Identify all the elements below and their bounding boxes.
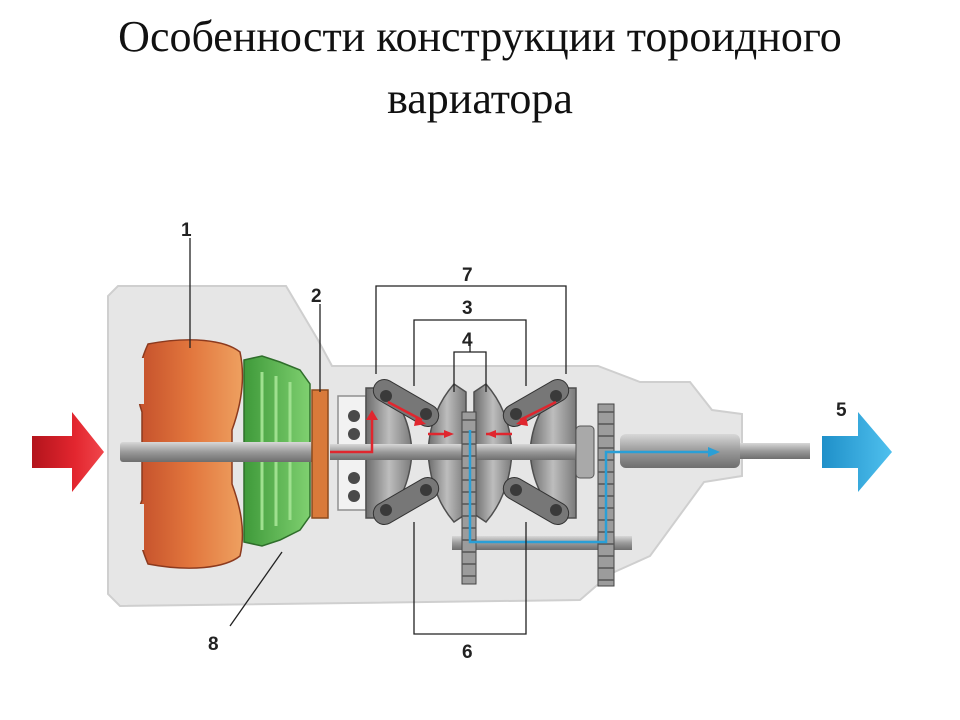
callout-2: 2 [311, 286, 322, 307]
shaft-end-cap [575, 425, 595, 479]
input-shaft [120, 442, 320, 462]
red-arrowhead-5 [516, 416, 528, 426]
bearing-ball-2 [348, 428, 360, 440]
roller-lower-right [502, 477, 570, 525]
callout-6: 6 [462, 642, 473, 663]
roller-lower-left [372, 477, 440, 525]
callout-leaders [189, 238, 567, 635]
title-line-2: вариатора [387, 74, 573, 123]
lockup-plate [311, 389, 329, 519]
output-arrow-icon [822, 412, 892, 492]
callout-8: 8 [208, 634, 219, 655]
red-arrowhead-2 [414, 416, 426, 426]
bearing-ball-1 [348, 410, 360, 422]
slide-title: Особенности конструкции тороидного вариа… [0, 6, 960, 130]
callout-3: 3 [462, 298, 473, 319]
variator-shaft [330, 444, 584, 460]
red-arrowhead-4 [486, 430, 496, 438]
torque-converter-notch-top [134, 358, 144, 404]
title-line-1: Особенности конструкции тороидного [118, 12, 842, 61]
callout-5: 5 [836, 400, 847, 421]
output-power-flow [468, 430, 712, 544]
roller-upper-right [502, 379, 570, 427]
blue-arrowhead [708, 447, 720, 457]
output-shaft-end [740, 443, 810, 459]
red-arrowhead-3 [444, 430, 454, 438]
callout-4: 4 [462, 330, 473, 351]
callout-7: 7 [462, 265, 473, 286]
torque-converter-notch-bottom [134, 504, 144, 550]
roller-upper-left [372, 379, 440, 427]
bearing-ball-3 [348, 472, 360, 484]
callout-1: 1 [181, 220, 192, 241]
bearing-ball-4 [348, 490, 360, 502]
input-arrow-icon [32, 412, 104, 492]
red-arrowhead-1 [366, 410, 378, 420]
